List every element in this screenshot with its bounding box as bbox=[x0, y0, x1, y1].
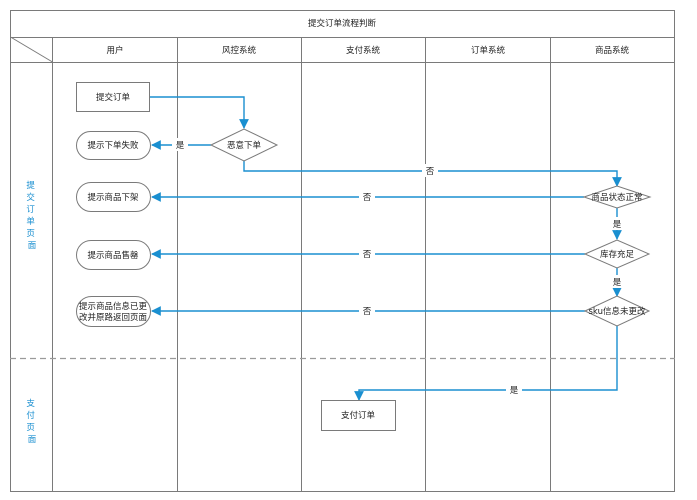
edge-label-bg bbox=[422, 164, 438, 177]
edge-label-bg bbox=[609, 217, 625, 230]
node-submit-order-label: 提交订单 bbox=[96, 92, 131, 103]
node-pay-order-label: 支付订单 bbox=[341, 410, 376, 421]
column-header-risk: 风控系统 bbox=[222, 45, 257, 56]
diagram-frame bbox=[10, 10, 675, 492]
node-info-changed-line2: 改并原路返回页面 bbox=[79, 312, 148, 323]
node-submit-order[interactable]: 提交订单 bbox=[76, 82, 150, 112]
node-malicious-order-label: 恶意下单 bbox=[227, 140, 262, 151]
edge-sku-yes bbox=[354, 326, 618, 401]
edge-label-bg bbox=[359, 247, 375, 260]
edge-submit-to-risk bbox=[150, 96, 249, 129]
node-sku-unchanged[interactable]: sku信息未更改 bbox=[583, 295, 651, 327]
edge-label-bg bbox=[359, 190, 375, 203]
edge-label-bg bbox=[359, 304, 375, 317]
column-header-order: 订单系统 bbox=[471, 45, 506, 56]
node-product-status-ok-label: 商品状态正常 bbox=[591, 192, 642, 203]
node-malicious-order[interactable]: 恶意下单 bbox=[209, 128, 279, 162]
edge-label-no-stock: 否 bbox=[363, 250, 372, 260]
edge-label-bg bbox=[506, 383, 522, 396]
node-sku-unchanged-label: sku信息未更改 bbox=[589, 306, 646, 317]
node-product-status-ok[interactable]: 商品状态正常 bbox=[582, 185, 652, 209]
column-header-product: 商品系统 bbox=[595, 45, 630, 56]
node-stock-sufficient-label: 库存充足 bbox=[600, 249, 635, 260]
edge-label-yes-sku: 是 bbox=[510, 386, 519, 396]
row-label-pay-page: 支 付 页 面 bbox=[26, 398, 37, 445]
edge-label-no-sku: 否 bbox=[363, 307, 372, 317]
edge-label-bg bbox=[172, 138, 188, 151]
node-product-off-shelf[interactable]: 提示商品下架 bbox=[76, 182, 151, 212]
node-pay-order[interactable]: 支付订单 bbox=[321, 400, 396, 431]
column-header-payment: 支付系统 bbox=[346, 45, 381, 56]
node-submit-failed-label: 提示下单失败 bbox=[87, 140, 139, 151]
node-product-sold-out-label: 提示商品售罄 bbox=[87, 250, 139, 261]
node-submit-failed[interactable]: 提示下单失败 bbox=[76, 131, 151, 160]
node-stock-sufficient[interactable]: 库存充足 bbox=[583, 239, 651, 269]
node-product-off-shelf-label: 提示商品下架 bbox=[87, 192, 139, 203]
corner-diagonal bbox=[10, 36, 53, 63]
edge-label-no-status: 否 bbox=[363, 193, 372, 203]
edge-label-yes-stock: 是 bbox=[613, 278, 622, 288]
edge-label-bg bbox=[609, 275, 625, 288]
node-info-changed[interactable]: 提示商品信息已更 改并原路返回页面 bbox=[76, 296, 151, 327]
edge-label-yes-status: 是 bbox=[613, 220, 622, 230]
row-label-submit-page: 提 交 订 单 页 面 bbox=[26, 180, 37, 251]
diagram-title: 提交订单流程判断 bbox=[308, 18, 377, 29]
edge-label-no-malicious: 否 bbox=[426, 167, 435, 177]
column-header-user: 用户 bbox=[106, 45, 123, 56]
edge-label-yes-malicious: 是 bbox=[176, 141, 185, 151]
node-info-changed-line1: 提示商品信息已更 bbox=[79, 301, 148, 312]
node-product-sold-out[interactable]: 提示商品售罄 bbox=[76, 240, 151, 270]
